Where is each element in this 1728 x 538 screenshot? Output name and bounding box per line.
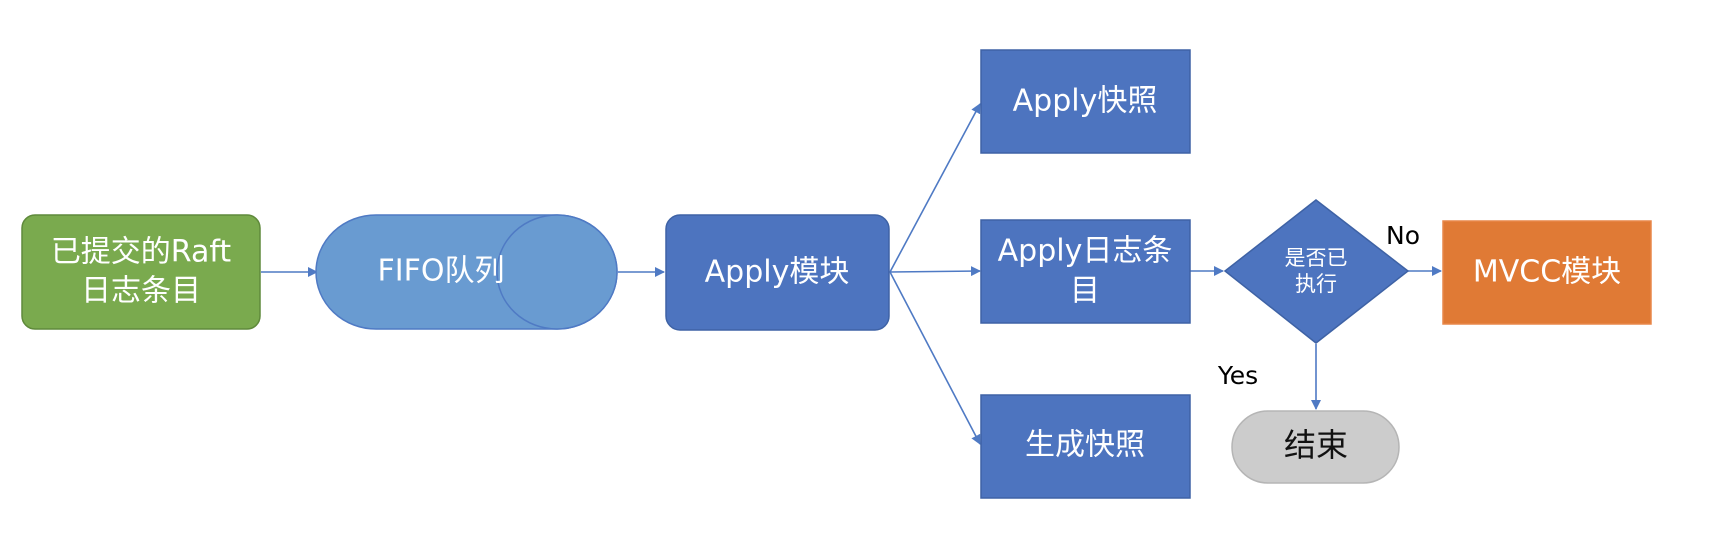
- node-end: 结束: [1231, 410, 1400, 484]
- node-apply-log-entries: Apply日志条 目: [980, 219, 1191, 324]
- apply-snapshot-box: [980, 49, 1191, 154]
- edge-label-yes: Yes: [1217, 361, 1258, 390]
- mvcc-label: MVCC模块: [1473, 255, 1621, 290]
- apply-snapshot-label: Apply快照: [1013, 84, 1158, 119]
- node-committed-raft-log-entries: 已提交的Raft 日志条目: [21, 214, 261, 330]
- decision-label-line-2: 执行: [1295, 272, 1337, 296]
- node-decision-executed: 是否已 执行: [1223, 199, 1410, 344]
- apply-module-box: [665, 214, 890, 331]
- decision-label-line-1: 是否已: [1285, 246, 1348, 270]
- apply-log-box: [980, 219, 1191, 324]
- end-label: 结束: [1284, 426, 1348, 464]
- apply-log-label-line-2: 目: [1070, 274, 1100, 309]
- node-fifo-queue: FIFO队列: [315, 214, 618, 330]
- node-apply-snapshot: Apply快照: [980, 49, 1191, 154]
- node-generate-snapshot: 生成快照: [980, 394, 1191, 499]
- source-label-line-2: 日志条目: [81, 274, 201, 309]
- apply-log-label-line-1: Apply日志条: [998, 234, 1173, 269]
- edge-apply-module-to-gen-snapshot: [889, 271, 981, 445]
- gen-snapshot-label: 生成快照: [1025, 428, 1145, 463]
- source-label-line-1: 已提交的Raft: [51, 235, 232, 270]
- gen-snapshot-box: [980, 394, 1191, 499]
- node-mvcc-module: MVCC模块: [1442, 220, 1652, 325]
- edge-label-no: No: [1386, 221, 1420, 250]
- queue-end-cap: [496, 214, 618, 330]
- edge-apply-module-to-apply-snapshot: [889, 103, 981, 273]
- source-box: [21, 214, 261, 330]
- edges: [261, 103, 1442, 445]
- decision-diamond: [1223, 199, 1410, 344]
- queue-label: FIFO队列: [378, 254, 505, 289]
- end-stadium: [1231, 410, 1400, 484]
- apply-module-label: Apply模块: [705, 255, 850, 290]
- node-apply-module: Apply模块: [665, 214, 890, 331]
- mvcc-box: [1442, 220, 1652, 325]
- edge-apply-module-to-apply-log: [889, 266, 981, 277]
